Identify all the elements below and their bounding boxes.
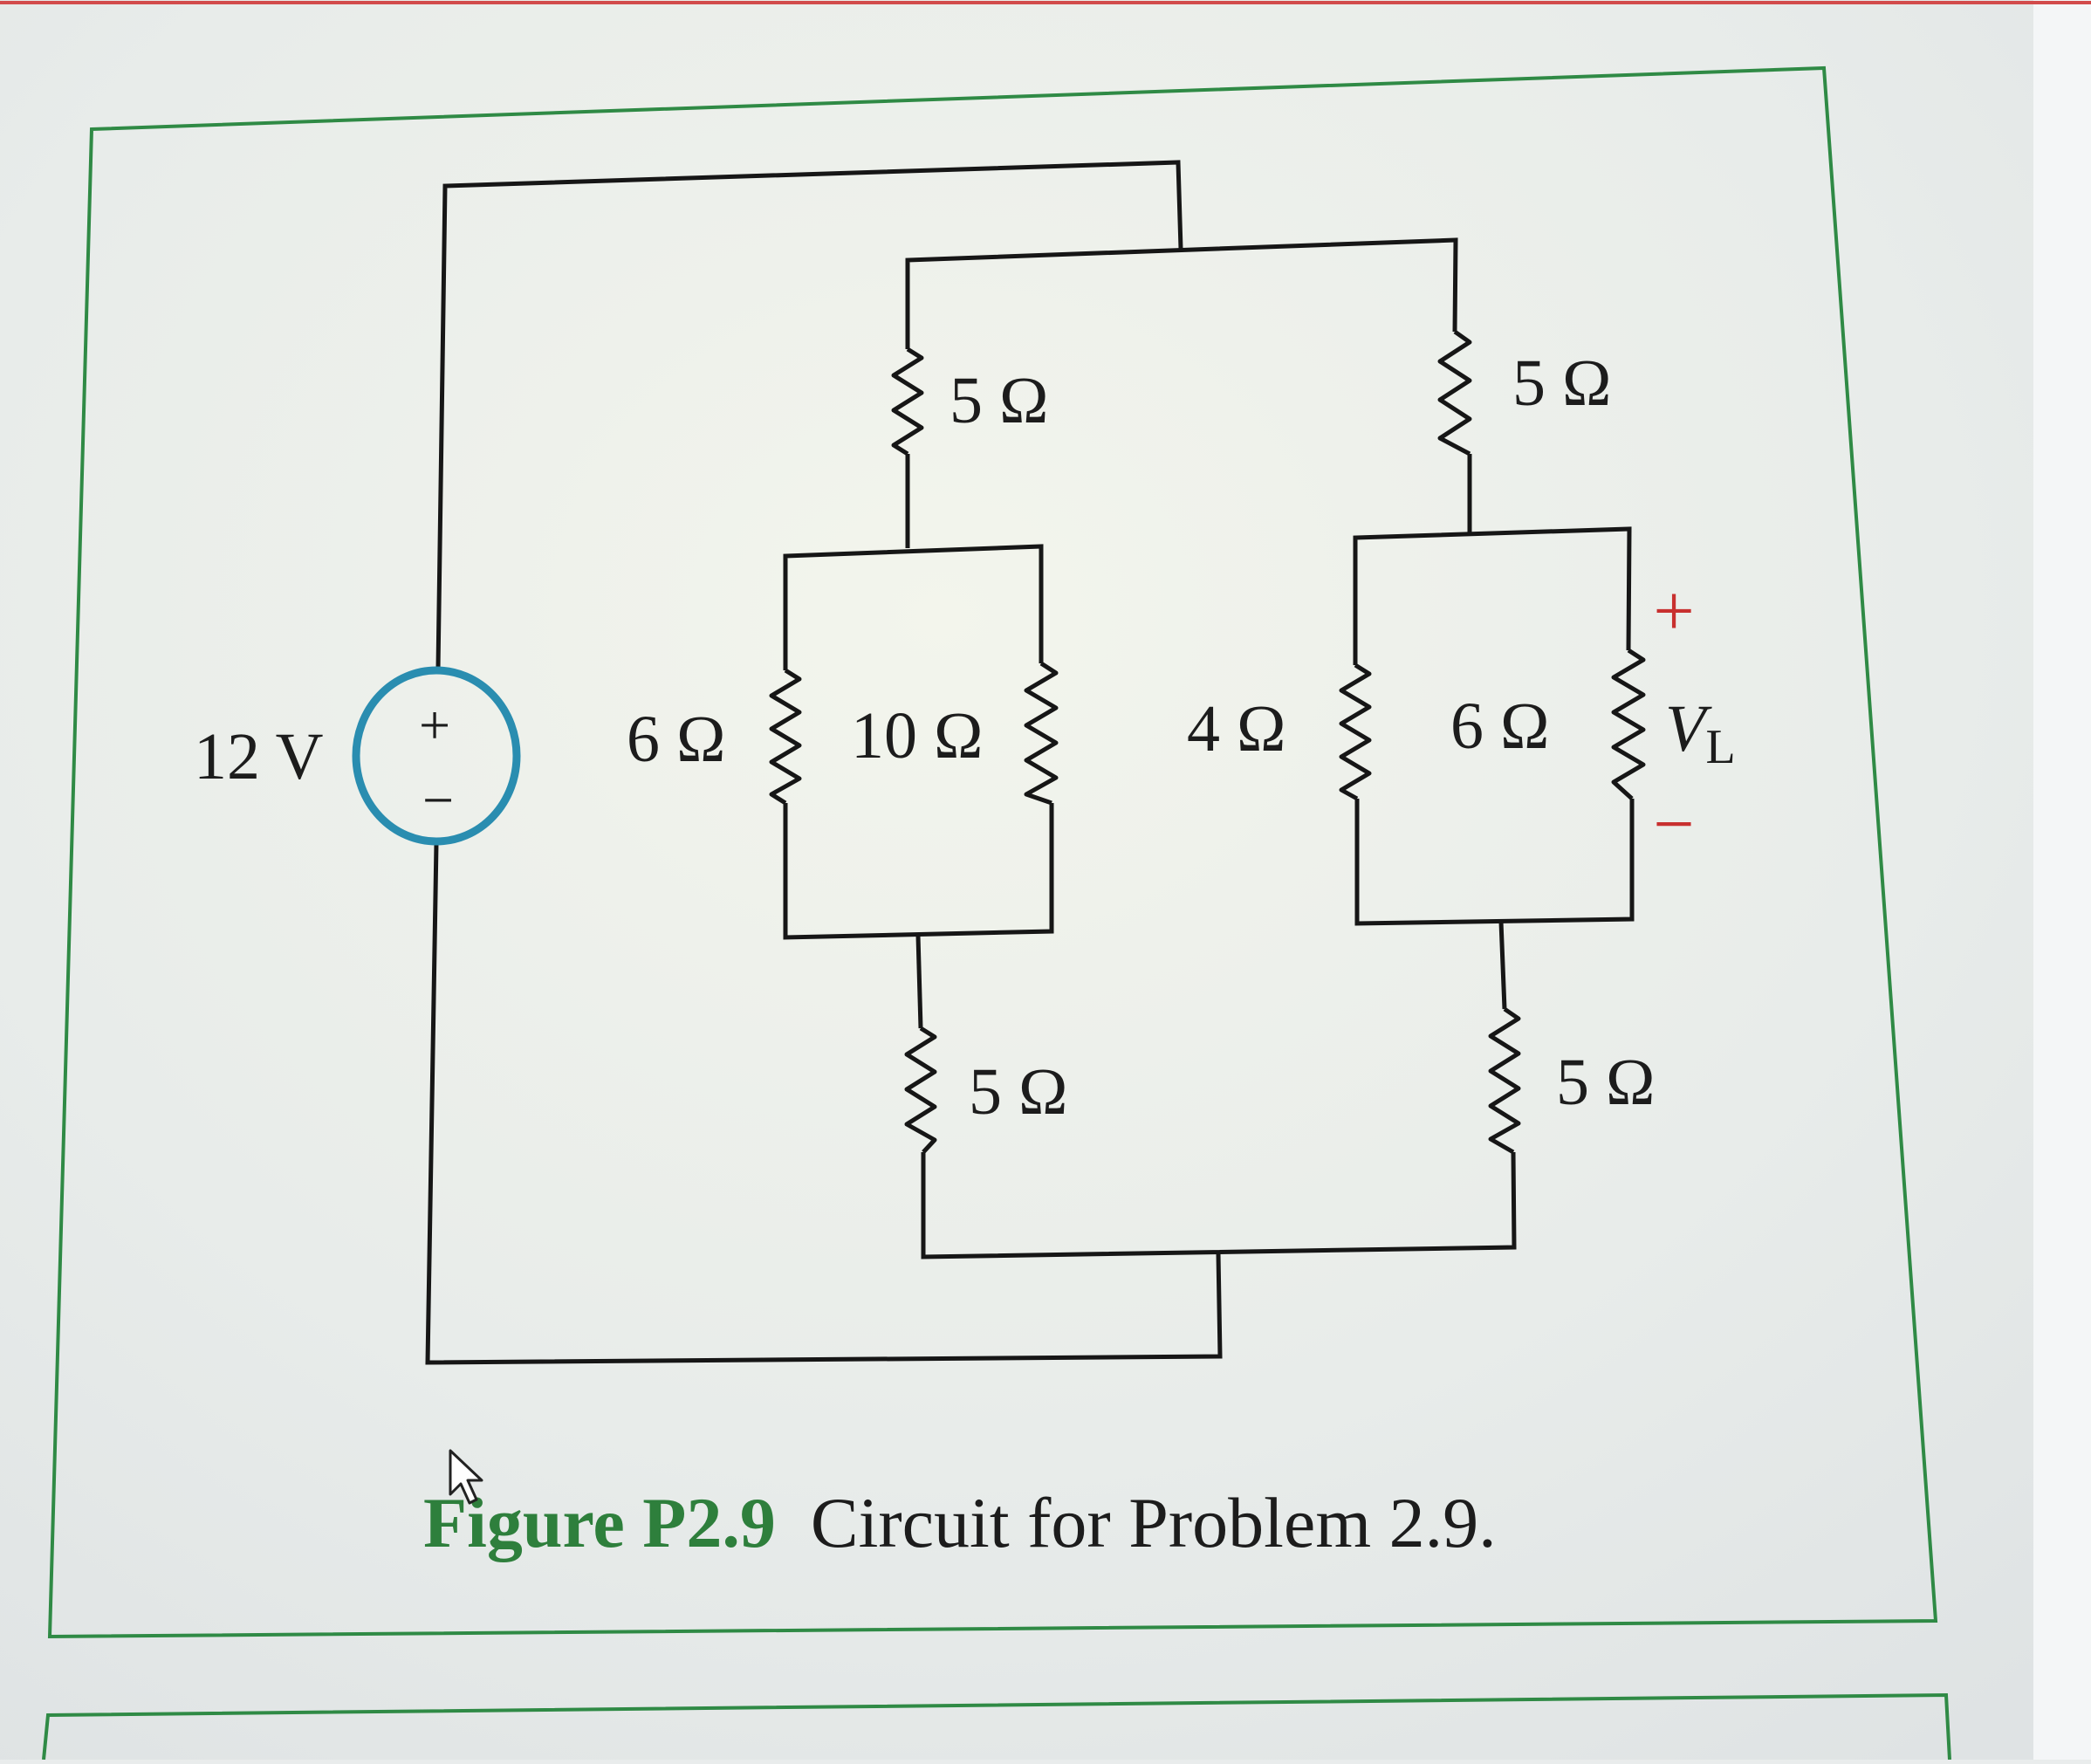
source-minus-sign: − <box>422 769 454 831</box>
wire-bottom-rail <box>921 1151 1517 1260</box>
resistor-6-ohm <box>769 668 802 806</box>
page-edge <box>2033 0 2091 1760</box>
wires <box>425 160 1635 1365</box>
load-voltage-subscript: L <box>1705 720 1735 774</box>
wire-left-parallel-top <box>783 544 1044 670</box>
figure-frame <box>47 65 1938 1639</box>
resistor-bottom-left-5-ohm <box>904 1026 937 1154</box>
mouse-cursor-icon <box>449 1449 483 1505</box>
figure-caption: Figure P2.9 Circuit for Problem 2.9. <box>423 1483 1497 1562</box>
load-plus-sign: + <box>1653 571 1694 652</box>
wire-left-parallel-bottom <box>783 803 1054 940</box>
resistor-4-ohm <box>1339 662 1372 801</box>
resistor-top-left-5-ohm <box>891 347 924 456</box>
wire-source-bottom <box>425 842 1223 1365</box>
resistor-6-ohm-load <box>1611 648 1646 800</box>
label-top-right-5-ohm: 5 Ω <box>1512 347 1611 420</box>
next-figure-frame <box>42 1692 1951 1761</box>
resistor-top-right-5-ohm <box>1437 329 1472 456</box>
wire-left-lower-a <box>915 935 923 1029</box>
resistor-10-ohm <box>1024 661 1059 806</box>
load-voltage-annotation: + − VL <box>1653 571 1735 865</box>
wire-source-top <box>435 160 1183 669</box>
load-voltage-symbol: V <box>1665 692 1712 765</box>
label-4-ohm: 4 Ω <box>1187 692 1285 765</box>
voltage-source: + − <box>352 666 521 846</box>
label-10-ohm: 10 Ω <box>851 699 983 772</box>
wire-right-lower-a <box>1498 921 1507 1010</box>
source-voltage-label: 12 V <box>194 720 324 793</box>
resistors <box>769 329 1646 1155</box>
label-6-ohm-load: 6 Ω <box>1450 690 1549 763</box>
caption-label: Figure P2.9 <box>423 1483 776 1562</box>
caption-text: Circuit for Problem 2.9. <box>811 1483 1497 1562</box>
voltage-source-circle <box>352 666 521 846</box>
wire-right-parallel-top <box>1353 526 1632 665</box>
label-6-ohm: 6 Ω <box>627 703 725 776</box>
load-minus-sign: − <box>1653 784 1694 865</box>
load-voltage-label: VL <box>1665 692 1736 774</box>
wire-top-rail <box>905 237 1458 349</box>
resistor-labels: 5 Ω 5 Ω 6 Ω 10 Ω 4 Ω 6 Ω 5 Ω 5 Ω <box>627 347 1655 1129</box>
wire-right-parallel-bottom <box>1354 799 1635 926</box>
label-top-left-5-ohm: 5 Ω <box>950 364 1048 437</box>
label-bottom-right-5-ohm: 5 Ω <box>1556 1046 1655 1119</box>
label-bottom-left-5-ohm: 5 Ω <box>969 1055 1067 1129</box>
resistor-bottom-right-5-ohm <box>1488 1006 1521 1155</box>
source-plus-sign: + <box>419 694 450 756</box>
